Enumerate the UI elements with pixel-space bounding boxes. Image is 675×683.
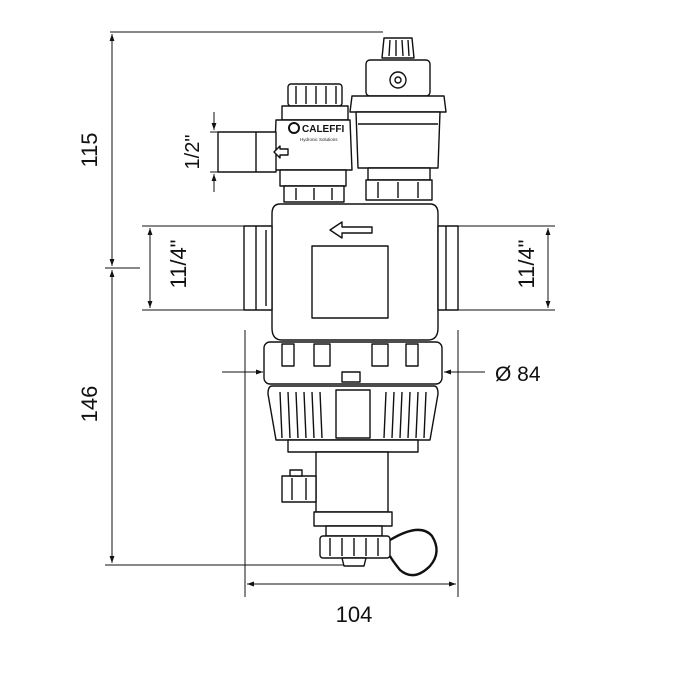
caleffi-logo-icon [288, 122, 300, 134]
dim-115-label: 115 [77, 132, 102, 167]
dim-146-label: 146 [77, 386, 102, 423]
caleffi-tagline: Hydronic Solutions [300, 137, 338, 142]
dim-right-conn-label: 11/4" [514, 240, 539, 289]
air-vent [349, 37, 447, 201]
dim-width-label: 104 [336, 602, 373, 627]
drain-valve [281, 451, 438, 577]
dimension-labels: 115 146 1/2" 11/4" 11/4" Ø 84 104 [77, 132, 541, 627]
dim-diameter-label: Ø 84 [495, 363, 541, 386]
caleffi-brand: CALEFFI [302, 124, 344, 135]
caleffi-logo: CALEFFI Hydronic Solutions [288, 122, 344, 142]
dim-gauge-label: 1/2" [182, 135, 204, 170]
gauge-valve [217, 83, 353, 203]
dim-left-conn-label: 11/4" [166, 240, 191, 289]
separator-device [217, 37, 459, 577]
main-body [243, 203, 459, 453]
